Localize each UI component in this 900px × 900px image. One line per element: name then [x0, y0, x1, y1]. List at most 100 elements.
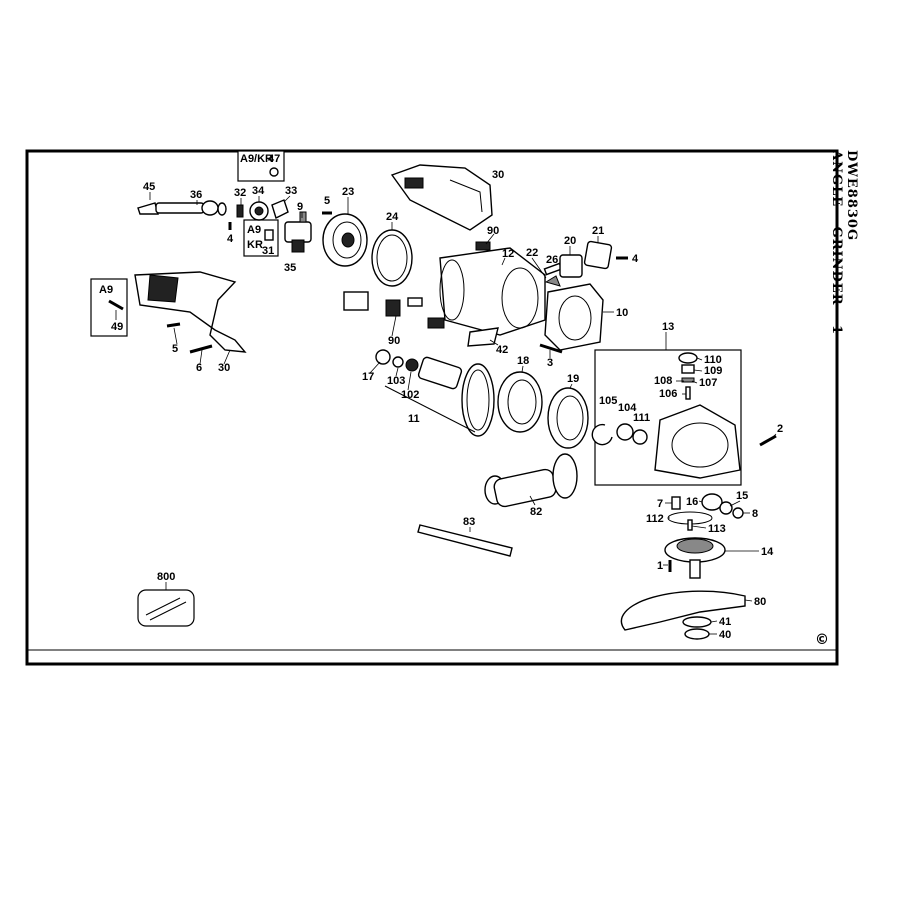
part-7-pin — [671, 496, 681, 510]
callout-105: 105 — [599, 395, 617, 407]
callout-45: 45 — [143, 181, 155, 193]
callout-103: 103 — [387, 375, 405, 387]
callout-12: 12 — [502, 248, 514, 260]
callout-5b: 5 — [172, 343, 178, 355]
part-800-accessory — [137, 589, 195, 627]
part-80-guard — [620, 590, 746, 631]
callout-31: 31 — [262, 245, 274, 257]
part-11-armature — [375, 349, 495, 437]
callout-41: 41 — [719, 616, 731, 628]
callout-106: 106 — [659, 388, 677, 400]
callout-80: 80 — [754, 596, 766, 608]
callout-34: 34 — [252, 185, 265, 197]
part-13-gearhead — [591, 352, 741, 479]
part-9-35-switch — [284, 211, 312, 253]
callout-800: 800 — [157, 571, 175, 583]
part-6-screw — [189, 344, 213, 354]
callout-110: 110 — [704, 354, 722, 366]
diagram-frame — [25, 149, 839, 666]
sheet-side-title: DWE8830G ANGLE GRINDER 1 — [829, 150, 859, 450]
callout-35: 35 — [284, 262, 296, 274]
callout-90b: 90 — [388, 335, 400, 347]
part-90-brush-bottom — [427, 317, 445, 329]
callout-13: 13 — [662, 321, 674, 333]
callout-11: 11 — [408, 413, 420, 425]
part-8-bolt — [732, 507, 744, 519]
part-45-36-rod — [137, 200, 227, 216]
callout-4a: 4 — [227, 233, 234, 245]
sheet-title: ANGLE GRINDER 1 — [829, 150, 844, 336]
callout-32: 32 — [234, 187, 246, 199]
callout-109: 109 — [704, 365, 722, 377]
part-20-switch — [559, 254, 583, 278]
callout-9: 9 — [297, 201, 303, 213]
callout-108: 108 — [654, 375, 672, 387]
callout-104: 104 — [618, 402, 637, 414]
part-49-screw — [108, 299, 124, 311]
callout-24: 24 — [386, 211, 399, 223]
part-22-shape — [544, 275, 561, 287]
part-2-pin — [759, 434, 777, 447]
part-40-nut — [684, 628, 710, 640]
part-42-sheet — [467, 327, 499, 347]
callout-6: 6 — [196, 362, 202, 374]
callout-22: 22 — [526, 247, 538, 259]
part-10-stator — [544, 283, 604, 351]
part-30-handle — [134, 271, 247, 353]
callout-40: 40 — [719, 629, 731, 641]
callout-7: 7 — [657, 498, 663, 510]
part-21-plate — [583, 240, 613, 270]
part-83-spanner — [417, 524, 513, 557]
inset-left-a9-label: A9 — [99, 284, 113, 296]
part-90-brush-top — [475, 241, 491, 251]
part-brush-plate-left — [343, 291, 369, 311]
part-41-flange — [682, 616, 712, 628]
callout-47: 47 — [268, 153, 280, 165]
part-brush-holder — [385, 299, 401, 317]
callout-19: 19 — [567, 373, 579, 385]
callout-4b: 4 — [632, 253, 639, 265]
callout-30b: 30 — [218, 362, 230, 374]
callout-14: 14 — [761, 546, 774, 558]
callout-30a: 30 — [492, 169, 504, 181]
callout-83: 83 — [463, 516, 475, 528]
callout-3: 3 — [547, 357, 553, 369]
part-32-34-33 — [236, 199, 289, 221]
callout-112: 112 — [646, 513, 664, 525]
inset-mid-kr-label: KR — [247, 239, 263, 251]
part-23-fan — [322, 213, 368, 267]
part-18-ring — [497, 371, 543, 433]
model-number: DWE8830G — [844, 150, 859, 242]
part-82-side-handle — [484, 453, 578, 508]
inset-top-variant-label: A9/KR — [240, 153, 273, 165]
callout-5a: 5 — [324, 195, 330, 207]
part-15-nut — [719, 501, 733, 515]
copyright-icon: © — [815, 632, 829, 648]
callout-82: 82 — [530, 506, 542, 518]
inset-13-gearbox — [594, 349, 742, 486]
leader-lines — [115, 192, 777, 635]
part-12-housing — [439, 247, 546, 336]
callout-36: 36 — [190, 189, 202, 201]
part-24-baffle — [371, 229, 413, 287]
callout-102: 102 — [401, 389, 419, 401]
part-47-shape — [269, 167, 279, 177]
part-30-housing-top — [390, 164, 493, 231]
part-31-shape — [264, 229, 274, 241]
inset-mid-a9-label: A9 — [247, 224, 261, 236]
callout-113: 113 — [708, 523, 726, 535]
callout-16: 16 — [686, 496, 698, 508]
part-brush-small — [407, 297, 423, 307]
callout-8: 8 — [752, 508, 758, 520]
part-16-ring — [701, 493, 723, 511]
callout-42: 42 — [496, 344, 508, 356]
callout-23: 23 — [342, 186, 354, 198]
callout-33: 33 — [285, 185, 297, 197]
callout-17: 17 — [362, 371, 374, 383]
callout-49: 49 — [111, 321, 123, 333]
callout-10: 10 — [616, 307, 628, 319]
callout-15: 15 — [736, 490, 748, 502]
part-19-gear — [547, 387, 589, 449]
callout-20: 20 — [564, 235, 576, 247]
